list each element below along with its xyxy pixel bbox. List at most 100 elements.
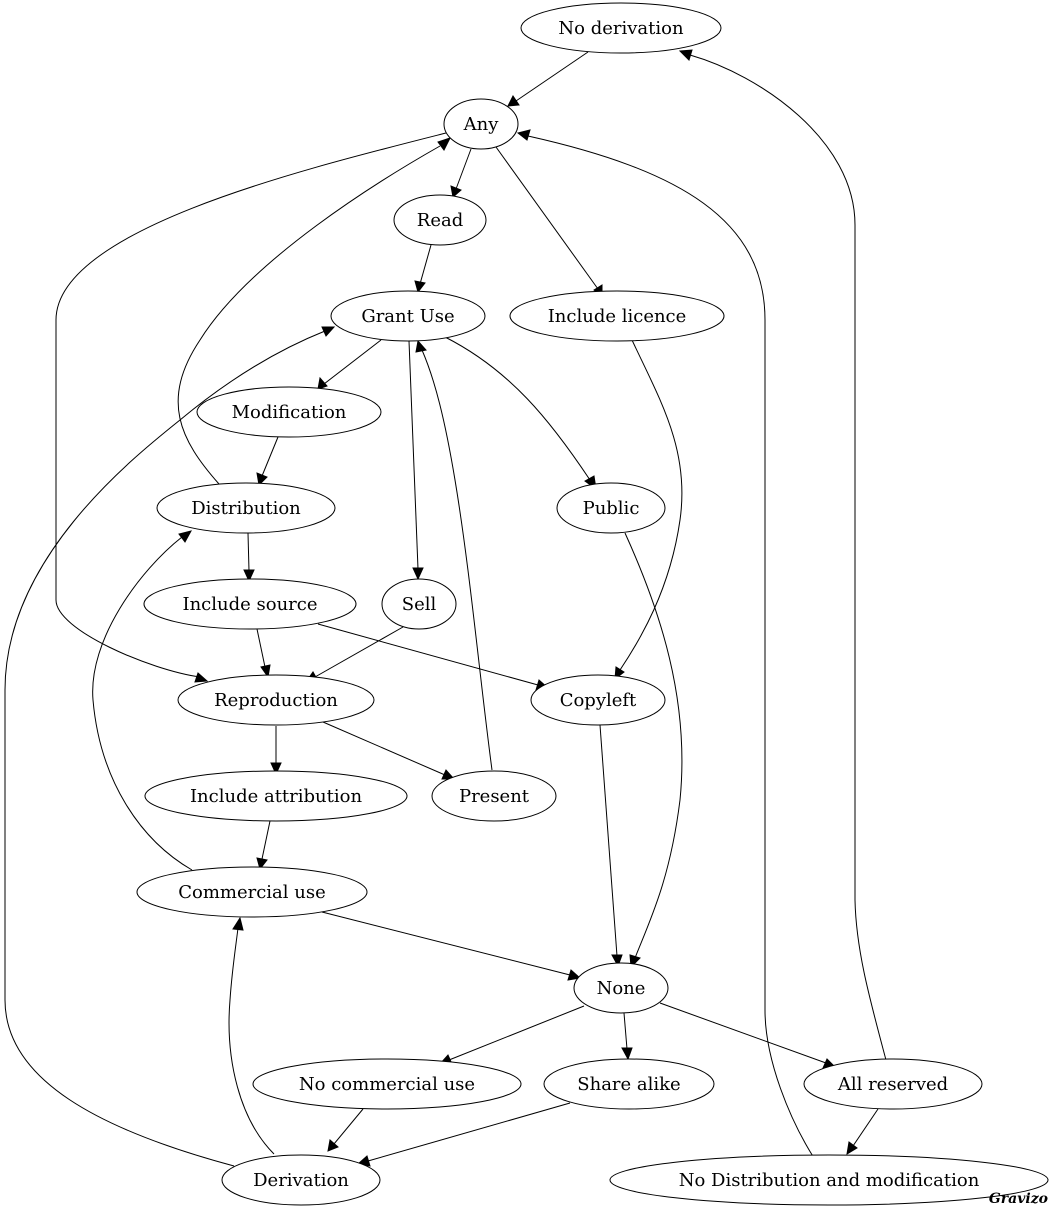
arrow-distribution-to-any	[437, 137, 451, 151]
edge-include-source-to-reproduction	[256, 628, 266, 668]
arrow-commercial-use-to-none	[567, 969, 582, 981]
node-distribution-shape	[156, 482, 336, 534]
edge-grant-use-to-public	[444, 336, 591, 481]
node-share-alike-shape	[543, 1058, 715, 1110]
edge-none-to-no-commercial-use	[448, 1005, 585, 1061]
arrow-include-source-to-reproduction	[260, 664, 271, 679]
node-modification: Modification	[196, 386, 382, 438]
node-no-distribution-and-modification-shape	[609, 1154, 1049, 1206]
node-any: Any	[443, 98, 519, 150]
node-no-distribution-and-modification-label: No Distribution and modification	[679, 1170, 980, 1191]
node-present: Present	[431, 770, 557, 822]
arrow-grant-use-to-modification	[317, 376, 328, 390]
edge-none-to-all-reserved	[659, 1002, 827, 1064]
node-derivation-label: Derivation	[253, 1170, 349, 1191]
edge-share-alike-to-derivation	[367, 1102, 571, 1162]
node-share-alike: Share alike	[543, 1058, 715, 1110]
edge-all-reserved-to-no-distribution	[852, 1108, 879, 1147]
node-distribution-label: Distribution	[191, 498, 301, 519]
edge-include-source-to-copyleft	[317, 623, 539, 686]
node-no-distribution-and-modification: No Distribution and modification	[609, 1154, 1049, 1206]
edge-no-distribution-to-any	[527, 135, 815, 1159]
node-copyleft-label: Copyleft	[560, 690, 637, 711]
edge-any-to-include-licence	[495, 146, 599, 290]
node-read-shape	[393, 194, 487, 246]
edge-read-to-grant-use	[419, 244, 432, 285]
node-include-licence-shape	[509, 290, 725, 342]
arrow-all-reserved-to-no-distribution	[846, 1141, 858, 1155]
arrow-derivation-to-grant-use	[321, 326, 336, 337]
node-present-shape	[431, 770, 557, 822]
arrow-commercial-use-to-distribution	[178, 530, 192, 543]
node-reproduction-label: Reproduction	[214, 690, 338, 711]
edge-any-to-read	[455, 148, 472, 190]
node-commercial-use: Commercial use	[136, 866, 368, 918]
arrow-no-derivation-to-any	[507, 95, 520, 107]
node-sell-shape	[381, 578, 457, 630]
edge-commercial-use-to-distribution	[92, 536, 193, 871]
node-public-label: Public	[583, 498, 640, 519]
node-distribution: Distribution	[156, 482, 336, 534]
node-include-source-shape	[143, 578, 357, 630]
node-include-licence: Include licence	[509, 290, 725, 342]
edge-grant-use-to-modification	[323, 339, 382, 385]
node-commercial-use-label: Commercial use	[178, 882, 326, 903]
arrow-grant-use-to-sell	[412, 567, 424, 581]
node-none-label: None	[597, 978, 646, 999]
arrow-derivation-to-commercial-use	[232, 916, 244, 931]
node-sell: Sell	[381, 578, 457, 630]
edge-include-licence-to-copyleft	[619, 339, 683, 671]
node-read: Read	[393, 194, 487, 246]
node-read-label: Read	[417, 210, 463, 231]
edge-all-reserved-to-no-derivation	[689, 54, 887, 1061]
arrow-reproduction-to-include-attribution	[270, 762, 282, 776]
node-any-label: Any	[463, 114, 500, 135]
arrow-read-to-grant-use	[414, 280, 426, 294]
node-reproduction-shape	[177, 674, 375, 726]
node-no-derivation: No derivation	[520, 2, 722, 54]
node-public-shape	[556, 482, 666, 534]
arrow-copyleft-to-none	[611, 954, 623, 968]
edge-distribution-to-any	[177, 145, 441, 485]
edge-sell-to-reproduction	[314, 626, 404, 678]
edge-no-commercial-use-to-derivation	[333, 1108, 364, 1145]
node-modification-label: Modification	[232, 402, 347, 423]
node-no-commercial-use-shape	[252, 1058, 522, 1110]
node-include-source: Include source	[143, 578, 357, 630]
edge-copyleft-to-none	[599, 724, 618, 957]
arrow-present-to-grant-use	[415, 339, 427, 353]
edge-derivation-to-commercial-use	[228, 927, 275, 1155]
node-include-attribution-label: Include attribution	[190, 786, 363, 807]
node-grant-use-shape	[330, 290, 486, 342]
edge-distribution-to-include-source	[247, 532, 250, 572]
node-include-source-label: Include source	[182, 594, 317, 615]
node-none-shape	[573, 962, 669, 1014]
node-include-licence-label: Include licence	[548, 306, 687, 327]
node-include-attribution-shape	[144, 770, 408, 822]
node-sell-label: Sell	[402, 594, 437, 615]
arrow-modification-to-distribution	[256, 472, 268, 487]
arrow-include-attribution-to-commercial-use	[256, 857, 268, 871]
node-present-label: Present	[459, 786, 530, 807]
arrow-no-distribution-to-any	[516, 129, 531, 141]
node-all-reserved-label: All reserved	[837, 1074, 948, 1095]
node-public: Public	[556, 482, 666, 534]
watermark-text: Gravizo	[989, 1191, 1048, 1207]
edge-commercial-use-to-none	[321, 911, 571, 976]
edge-grant-use-to-sell	[408, 340, 419, 570]
node-copyleft: Copyleft	[530, 674, 666, 726]
node-reproduction: Reproduction	[177, 674, 375, 726]
node-no-derivation-shape	[520, 2, 722, 54]
edge-no-derivation-to-any	[512, 51, 589, 104]
edge-derivation-to-grant-use	[4, 330, 326, 1167]
edge-present-to-grant-use	[421, 349, 493, 771]
edge-any-to-reproduction	[55, 132, 447, 678]
arrow-any-to-read	[450, 185, 462, 198]
arrow-distribution-to-include-source	[243, 569, 255, 583]
node-modification-shape	[196, 386, 382, 438]
node-grant-use-label: Grant Use	[361, 306, 454, 327]
node-no-commercial-use-label: No commercial use	[299, 1074, 475, 1095]
edge-none-to-share-alike	[623, 1012, 628, 1050]
edge-include-attribution-to-commercial-use	[261, 820, 271, 860]
